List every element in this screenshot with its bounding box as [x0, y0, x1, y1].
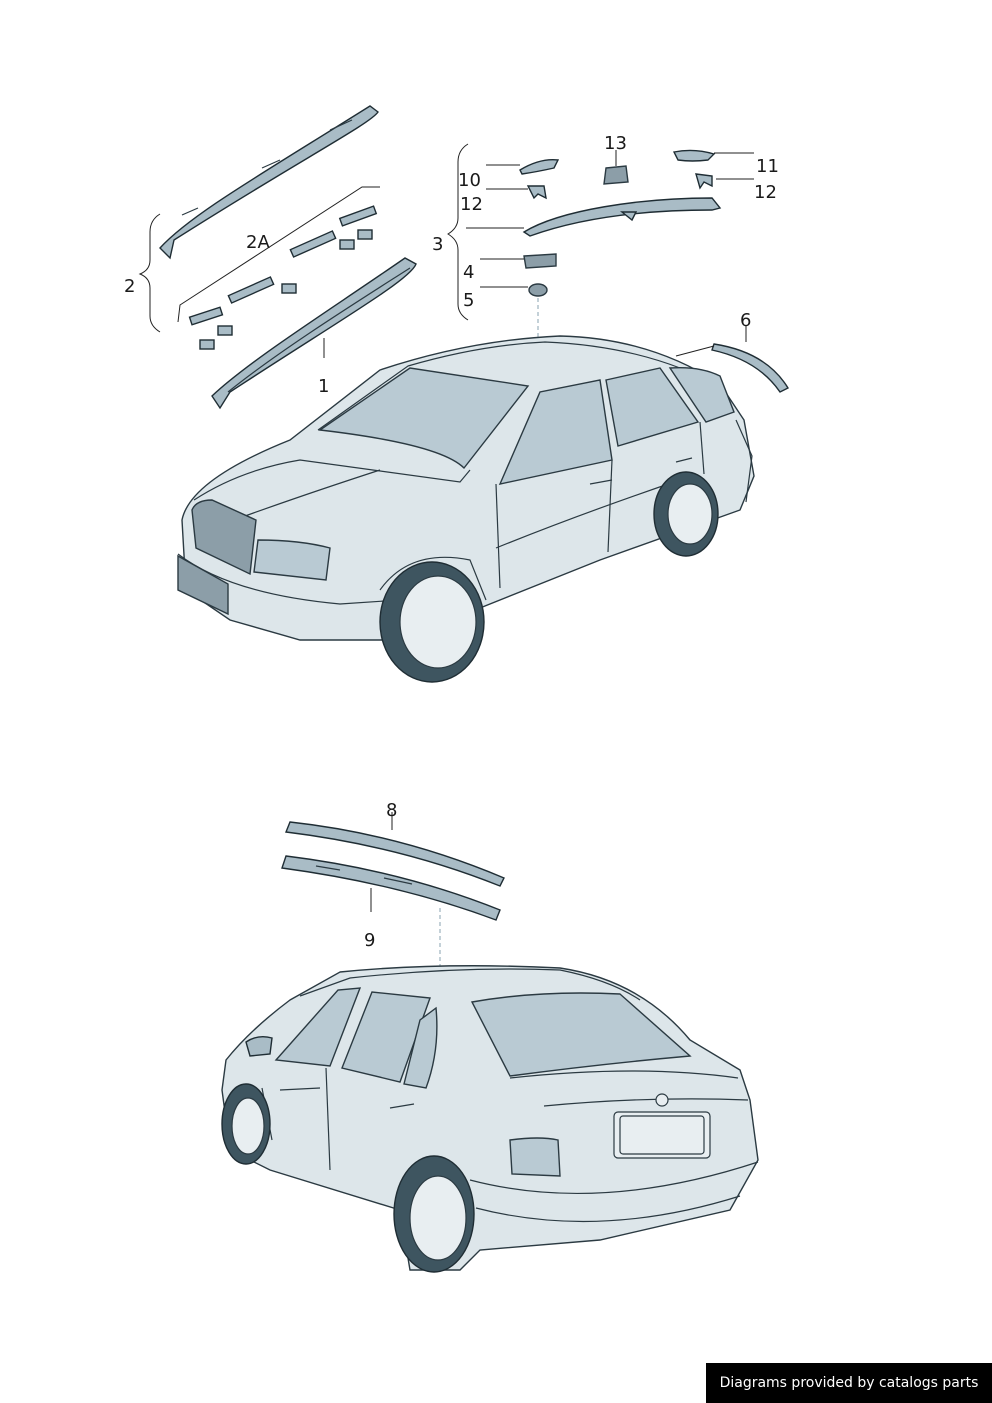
label-part-5: 5 [463, 290, 474, 311]
rail-part-2 [159, 105, 379, 260]
clip-part-12-right [695, 173, 713, 190]
pad-part-4 [523, 253, 557, 269]
sedan-car [221, 965, 759, 1273]
label-part-12-left: 12 [460, 194, 483, 215]
arch-moulding-part-6 [711, 343, 789, 393]
roof-rail-part-3 [522, 197, 722, 237]
label-part-10: 10 [458, 170, 481, 191]
label-part-8: 8 [386, 800, 397, 821]
rail-part-1 [211, 257, 417, 410]
label-part-9: 9 [364, 930, 375, 951]
strip-part-8 [285, 821, 505, 887]
brace-3 [447, 143, 469, 321]
label-part-3: 3 [432, 234, 443, 255]
grommet-part-5 [528, 283, 548, 297]
label-part-6: 6 [740, 310, 751, 331]
label-part-13: 13 [604, 133, 627, 154]
strip-part-9 [281, 855, 501, 921]
support-part-13 [603, 165, 629, 185]
estate-car [177, 335, 755, 683]
end-cap-part-11 [672, 149, 716, 162]
label-part-11: 11 [756, 156, 779, 177]
strips-part-2a [177, 186, 380, 350]
label-part-4: 4 [463, 262, 474, 283]
label-part-2: 2 [124, 276, 135, 297]
label-part-1: 1 [318, 376, 329, 397]
label-part-12-right: 12 [754, 182, 777, 203]
label-part-2a: 2A [246, 232, 270, 253]
end-cap-part-10 [519, 159, 560, 175]
brace-2 [138, 213, 161, 333]
footer-credit: Diagrams provided by catalogs parts [706, 1363, 992, 1403]
clip-part-12-left [526, 185, 547, 200]
